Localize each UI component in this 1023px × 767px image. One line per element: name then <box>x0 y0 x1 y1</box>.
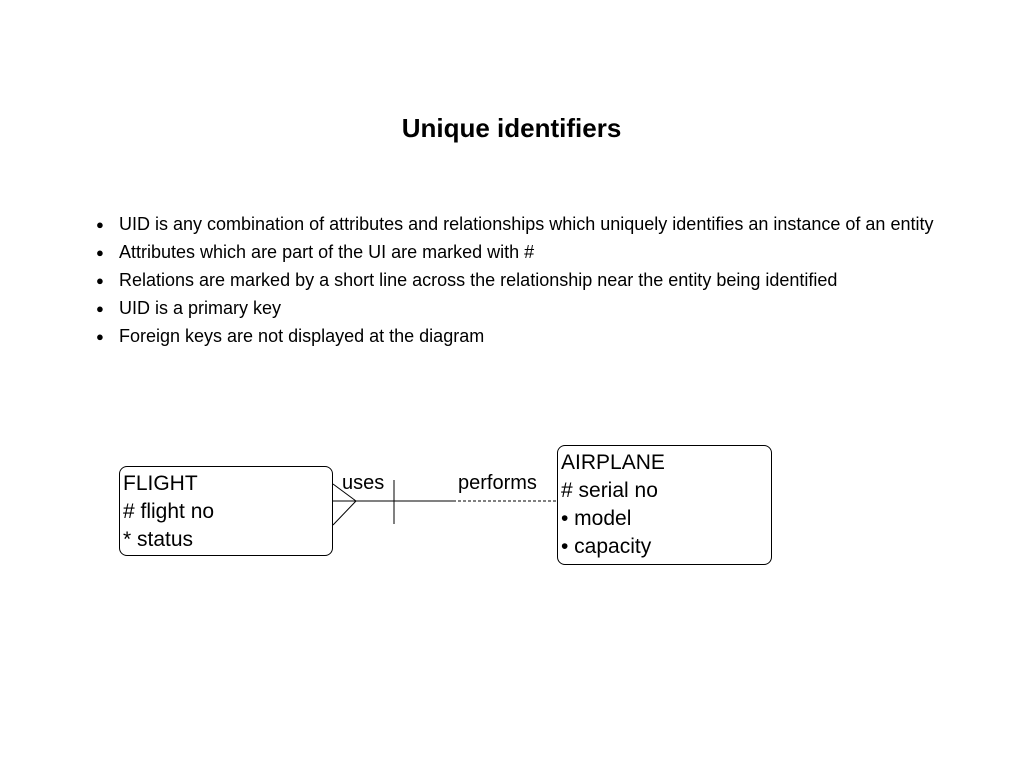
slide-title: Unique identifiers <box>401 113 622 143</box>
entity-attribute: • model <box>561 507 632 530</box>
relationship-label-uses: uses <box>342 472 385 494</box>
crows-foot-lower <box>332 500 357 526</box>
entity-attribute: • capacity <box>561 535 652 558</box>
bullet-icon: ● <box>96 301 104 316</box>
crows-foot-upper <box>332 483 357 502</box>
bullet-item: ● Attributes which are part of the UI ar… <box>96 241 956 264</box>
bullet-text: UID is any combination of attributes and… <box>119 214 934 234</box>
bullet-list: ● UID is any combination of attributes a… <box>96 213 956 353</box>
bullet-text: Relations are marked by a short line acr… <box>119 270 838 290</box>
bullet-icon: ● <box>96 245 104 260</box>
entity-attribute: * status <box>123 528 194 551</box>
bullet-icon: ● <box>96 217 104 232</box>
bullet-item: ● UID is a primary key <box>96 297 956 320</box>
bullet-item: ● Foreign keys are not displayed at the … <box>96 325 956 348</box>
bullet-item: ● UID is any combination of attributes a… <box>96 213 956 236</box>
entity-name: AIRPLANE <box>561 451 665 474</box>
bullet-icon: ● <box>96 329 104 344</box>
bullet-item: ● Relations are marked by a short line a… <box>96 269 956 292</box>
bullet-text: Foreign keys are not displayed at the di… <box>119 326 485 346</box>
entity-flight: FLIGHT # flight no * status <box>119 466 333 556</box>
entity-name: FLIGHT <box>123 472 198 495</box>
entity-attribute: # serial no <box>561 479 658 502</box>
entity-airplane: AIRPLANE # serial no • model • capacity <box>557 445 772 565</box>
bullet-text: UID is a primary key <box>119 298 282 318</box>
bullet-text: Attributes which are part of the UI are … <box>119 242 535 262</box>
entity-attribute: # flight no <box>123 500 215 523</box>
bullet-icon: ● <box>96 273 104 288</box>
relationship-label-performs: performs <box>458 472 537 494</box>
